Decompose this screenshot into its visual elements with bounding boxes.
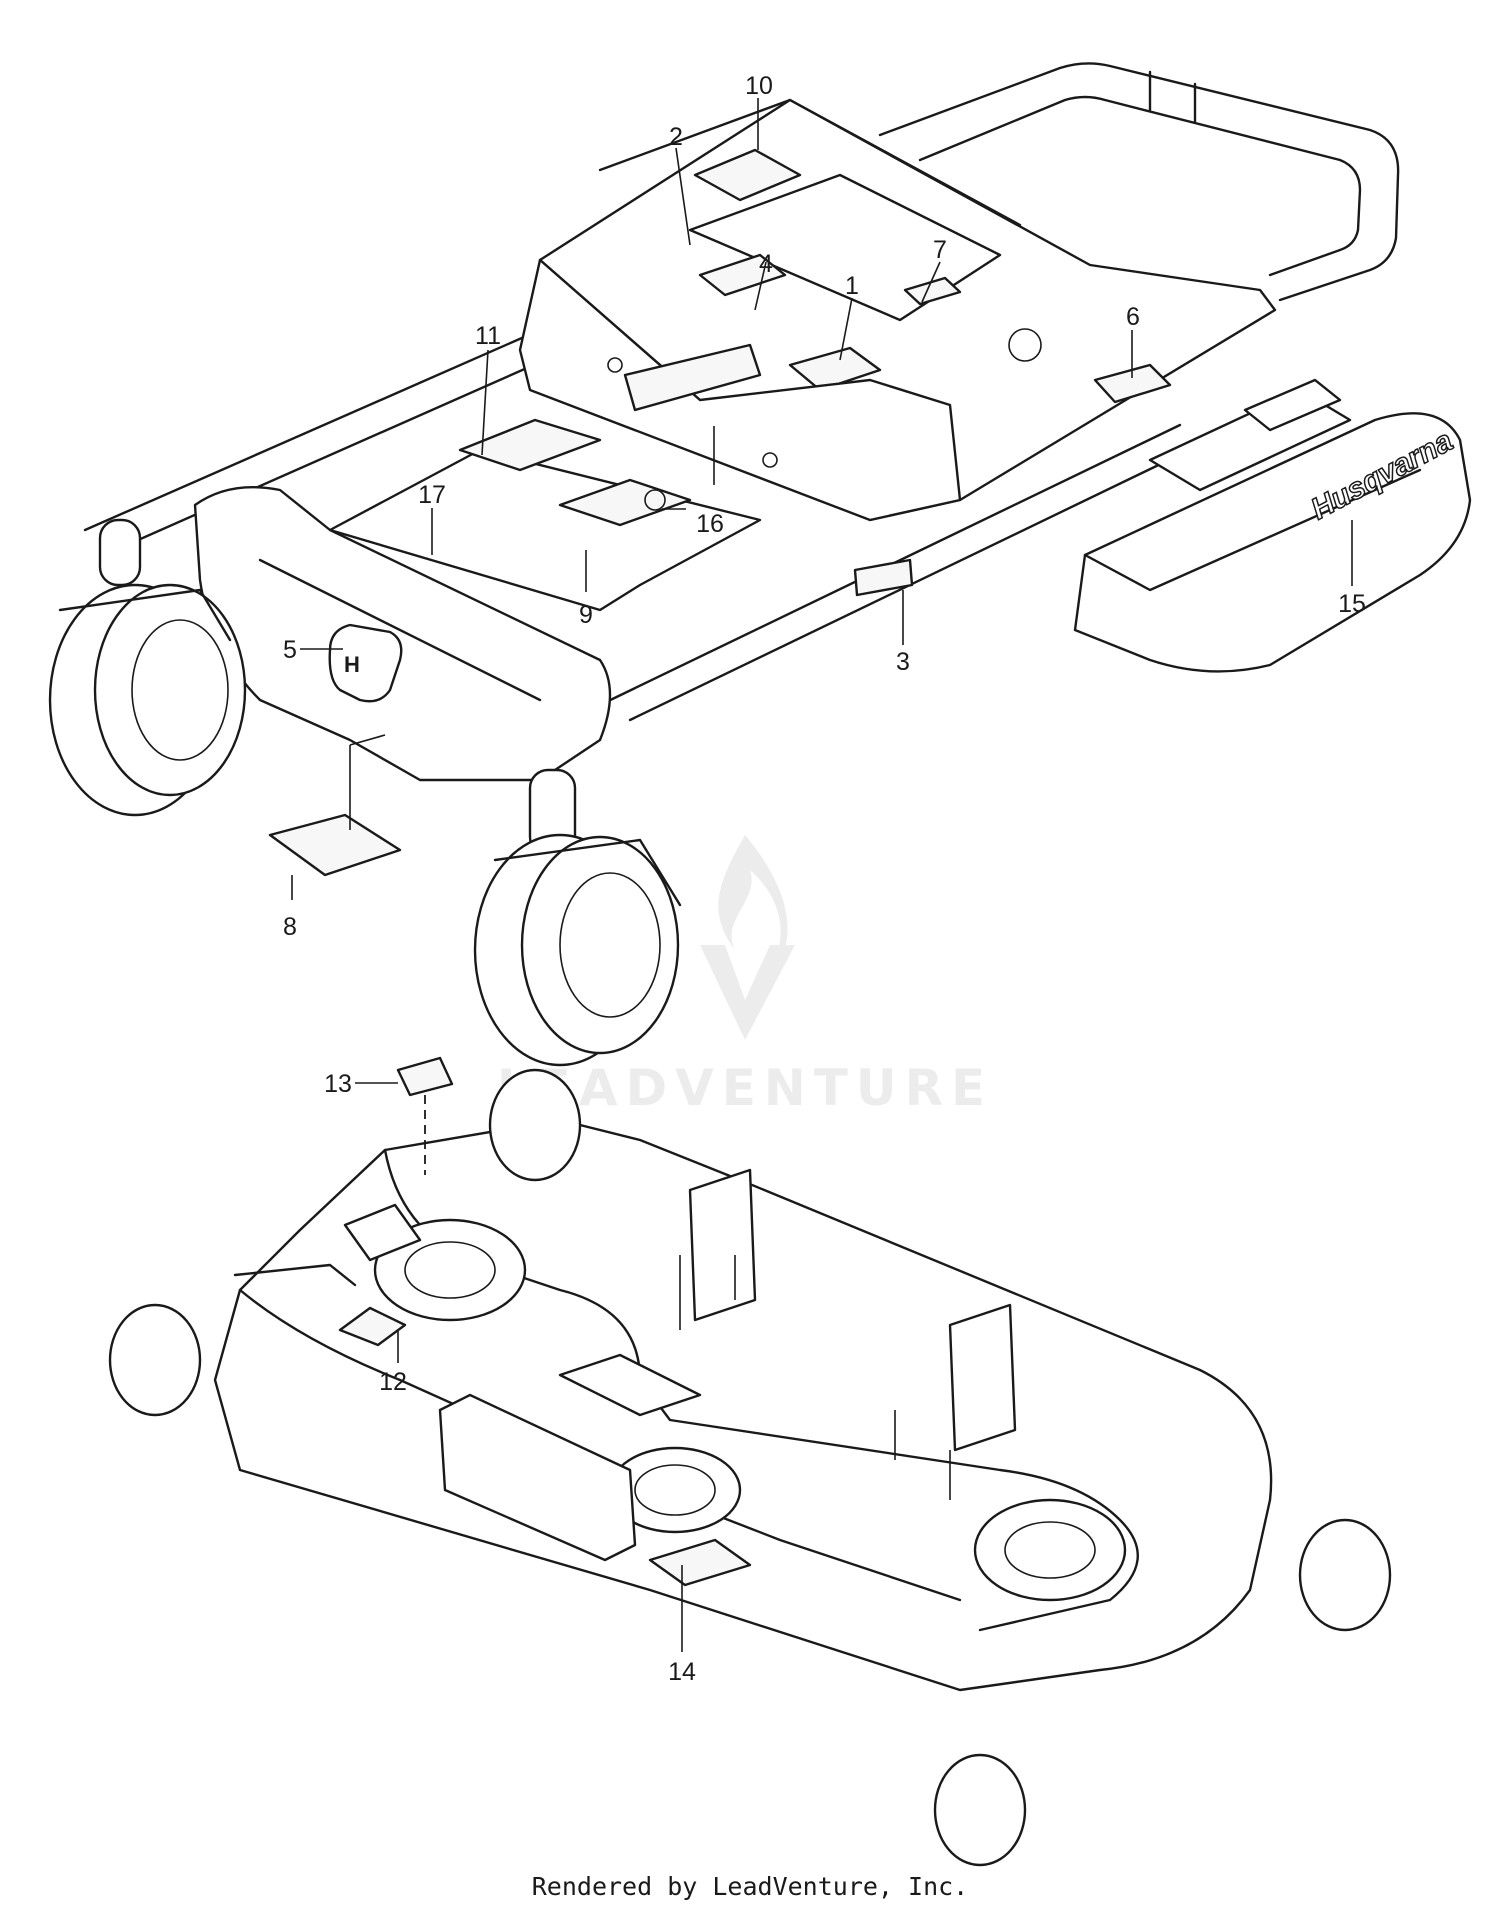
callout-8: 8	[283, 913, 297, 941]
callout-15: 15	[1338, 590, 1366, 618]
footer-credit: Rendered by LeadVenture, Inc.	[531, 1872, 969, 1901]
callout-7: 7	[933, 236, 947, 264]
decal-13-shape	[396, 1056, 454, 1097]
right-caster-wheel	[473, 768, 682, 1067]
left-caster-wheel	[48, 518, 247, 817]
callout-13: 13	[324, 1070, 352, 1098]
v-logo-icon	[700, 945, 795, 1040]
callout-4: 4	[759, 250, 773, 278]
callout-5: 5	[283, 636, 297, 664]
h-logo-icon: H	[344, 652, 360, 677]
decal-14-shape	[648, 1538, 752, 1587]
callout-12: 12	[379, 1368, 407, 1396]
callout-10: 10	[745, 72, 773, 100]
mower-frame-drawing: H Husqvarna	[48, 62, 1472, 1067]
callout-6: 6	[1126, 303, 1140, 331]
callout-17: 17	[418, 481, 446, 509]
flame-logo-icon	[718, 835, 788, 985]
callout-leaders	[291, 98, 1353, 1652]
callout-9: 9	[579, 601, 593, 629]
callout-1: 1	[845, 272, 859, 300]
callout-labels: 10 2 4 1 7 6 11 17 16 9 3 15 5 8 13 12 1…	[283, 72, 1366, 1686]
decal-12-shape	[338, 1306, 407, 1347]
callout-2: 2	[669, 123, 683, 151]
callout-3: 3	[896, 648, 910, 676]
callout-11: 11	[475, 322, 501, 350]
mower-deck-drawing	[108, 1056, 1392, 1867]
callout-14: 14	[668, 1658, 696, 1686]
decal-8-shape	[268, 813, 402, 877]
callout-16: 16	[696, 510, 724, 538]
